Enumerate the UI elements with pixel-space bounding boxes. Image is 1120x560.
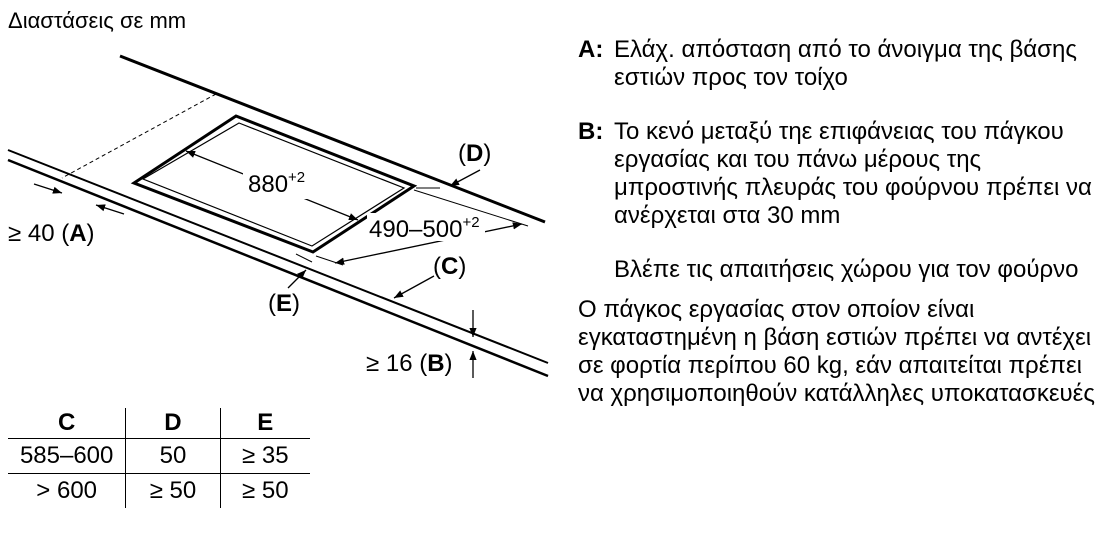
note-see-oven: Βλέπε τις απαιτήσεις χώρου για τον φούρν… [614,256,1079,283]
a-dimension: ≥ 40 (A) [8,183,125,247]
note-b: B: Το κενό μεταξύ τηε επιφάνειας του πάγ… [578,118,1098,230]
depth-sup: +2 [462,214,479,231]
depth-label: 490–500 [369,216,462,243]
header-c: C [57,409,76,436]
label-d: (D) [458,140,491,167]
e-dimension: (E) [268,253,313,317]
note-a-text: Ελάχ. απόσταση από το άνοιγμα της βάσης … [614,36,1077,91]
cutout-diagram: Διαστάσεις σε mm 880+2 490–500+2 (D) (C) [7,8,549,378]
label-e: (E) [268,290,300,317]
table-cell: 585–600 [8,438,126,474]
label-b: ≥ 16 (B) [366,350,453,377]
b-dimension: ≥ 16 (B) [366,310,477,378]
width-sup: +2 [288,169,305,186]
note-b-tag: B: [578,118,604,145]
header-e: E [219,408,310,439]
table-row: 585–600 50 ≥ 35 [8,438,310,474]
c-dimension: (C) [393,253,466,299]
diagram-heading: Διαστάσεις σε mm [8,8,186,33]
table-header-row: C D E [8,408,310,439]
worktop-back-edge [119,54,546,224]
worktop-front-edge-bottom [7,158,549,378]
worktop-front-edge-top [7,149,549,364]
width-dimension: 880+2 [185,150,359,221]
label-a: ≥ 40 (A) [8,220,95,247]
note-load: Ο πάγκος εργασίας στον οποίον είναι εγκα… [578,296,1095,407]
svg-text:490–500+2: 490–500+2 [369,214,480,243]
notes-panel: A: Ελάχ. απόσταση από το άνοιγμα της βάσ… [578,36,1098,408]
svg-text:880+2: 880+2 [248,169,305,198]
dimension-table: C D E 585–600 50 ≥ 35 > 600 ≥ 50 ≥ 50 [8,408,310,508]
projection-dashed-line [61,93,217,179]
note-b-text: Το κενό μεταξύ τηε επιφάνειας του πάγκου… [614,118,1092,229]
table-row: > 600 ≥ 50 ≥ 50 [8,473,310,508]
table-cell: > 600 [8,473,126,508]
depth-dimension: 490–500+2 [315,189,529,266]
table-cell: ≥ 50 [219,473,310,508]
note-a: A: Ελάχ. απόσταση από το άνοιγμα της βάσ… [578,36,1098,92]
table-cell: ≥ 35 [219,438,310,474]
d-dimension: (D) [416,140,491,189]
header-d: D [125,408,221,439]
table-cell: ≥ 50 [125,473,221,508]
label-c: (C) [433,253,466,280]
note-a-tag: A: [578,36,604,63]
table-cell: 50 [125,438,221,474]
width-label: 880 [248,171,288,198]
